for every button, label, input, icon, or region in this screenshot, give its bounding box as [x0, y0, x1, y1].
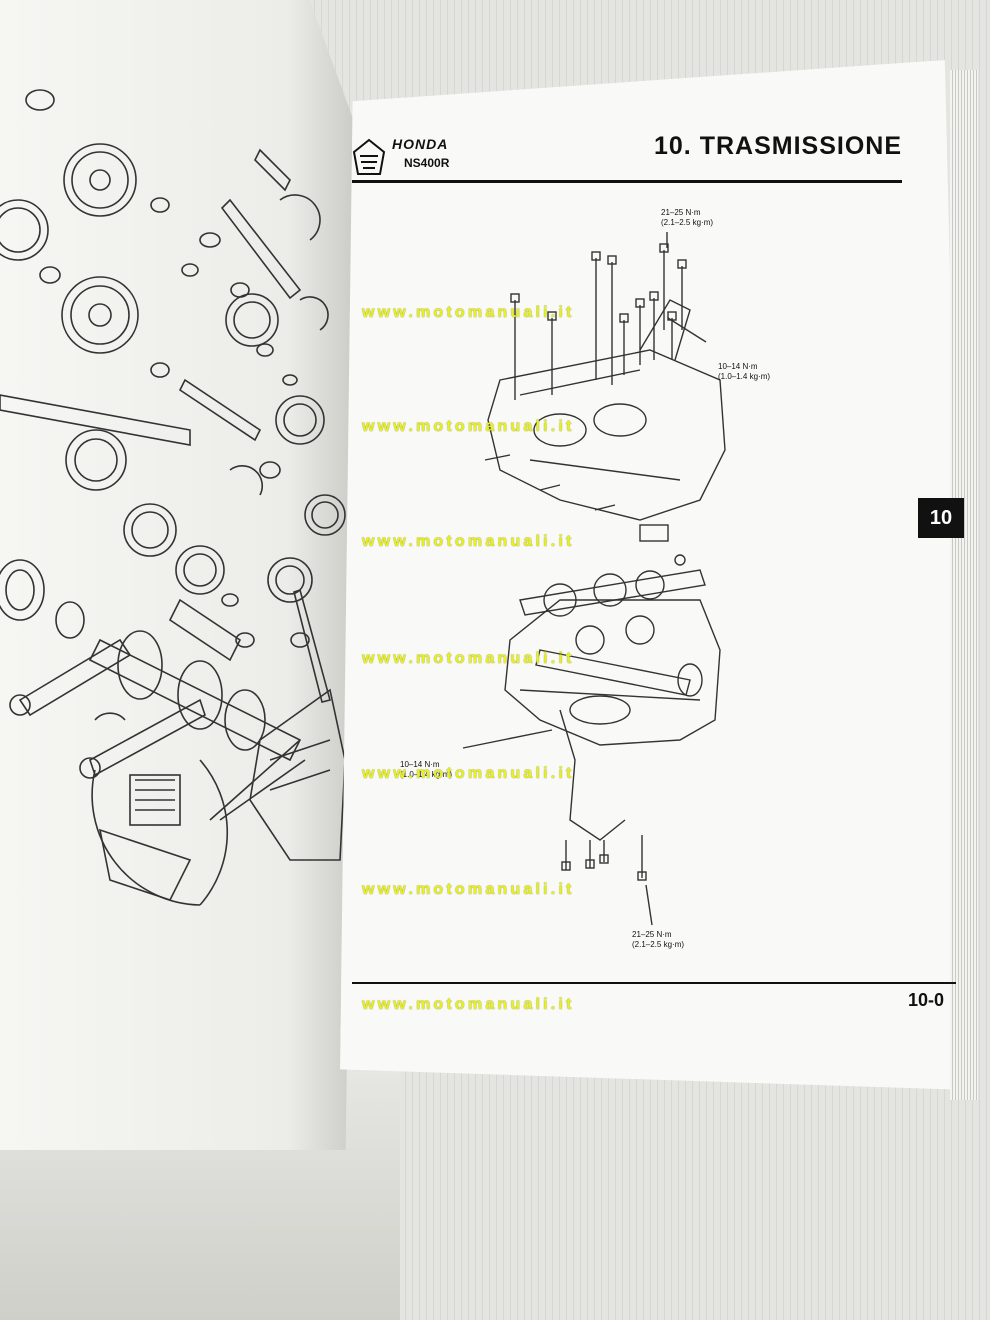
torque-value: 21–25 N·m: [632, 930, 672, 939]
honda-wing-logo-icon: [352, 138, 386, 175]
right-page: [340, 60, 970, 1090]
watermark-3: www.motomanuali.it: [362, 533, 575, 550]
left-page: [0, 0, 360, 1150]
torque-label-lower: 10–14 N·m (1.0–1.4 kg·m): [400, 760, 452, 780]
page-header: HONDA NS400R 10. TRASMISSIONE: [352, 120, 902, 190]
brand-name: HONDA: [392, 136, 449, 152]
watermark-7: www.motomanuali.it: [362, 996, 575, 1013]
page-number: 10-0: [908, 990, 945, 1010]
transmission-shaft-drawings: [519, 569, 706, 697]
watermark-1: www.motomanuali.it: [362, 304, 575, 321]
torque-value-kgm: (2.1–2.5 kg·m): [661, 218, 714, 227]
case-section-drawing: [249, 688, 346, 861]
torque-label-top: 21–25 N·m (2.1–2.5 kg·m): [661, 208, 713, 228]
torque-label-bottom: 21–25 N·m (2.1–2.5 kg·m): [632, 930, 684, 950]
torque-value: 21–25 N·m: [661, 208, 701, 217]
upper-bolt-drawings: [510, 243, 687, 400]
shaft-drawings: [0, 198, 331, 703]
torque-label-mid: 10–14 N·m (1.0–1.4 kg·m): [718, 362, 770, 382]
upper-crankcase-drawing: [484, 299, 726, 521]
model-name: NS400R: [404, 156, 450, 170]
page-edges: [950, 70, 978, 1100]
leader-line-bottom: [645, 884, 653, 926]
washer-drawings: [0, 89, 310, 648]
watermark-5: www.motomanuali.it: [362, 765, 575, 782]
gear-drawing: [0, 143, 346, 603]
leader-line-lower: [462, 729, 553, 749]
torque-value: 10–14 N·m: [718, 362, 758, 371]
watermark-6: www.motomanuali.it: [362, 881, 575, 898]
section-tab: 10: [918, 498, 964, 538]
shift-fork-drawings: [229, 148, 329, 496]
torque-value-kgm: (2.1–2.5 kg·m): [632, 940, 685, 949]
lower-bolt-drawings: [561, 835, 647, 881]
crankshaft-drawing: [9, 598, 302, 779]
header-rule: [352, 180, 902, 183]
torque-value-kgm: (1.0–1.4 kg·m): [718, 372, 771, 381]
lower-crankcase-drawing: [504, 599, 721, 746]
torque-value-kgm: (1.0–1.4 kg·m): [400, 770, 453, 779]
watermark-4: www.motomanuali.it: [362, 650, 575, 667]
oil-orifice-plate-drawing: [639, 524, 669, 542]
footer-rule: [352, 982, 956, 984]
dowel-pin-drawing: [674, 554, 686, 566]
chapter-title: 10. TRASMISSIONE: [654, 132, 902, 160]
torque-value: 10–14 N·m: [400, 760, 440, 769]
leader-line-mid: [667, 317, 707, 343]
watermark-2: www.motomanuali.it: [362, 418, 575, 435]
oil-pipe-drawing: [559, 709, 626, 841]
bearing-detail-drawing: [91, 739, 306, 906]
